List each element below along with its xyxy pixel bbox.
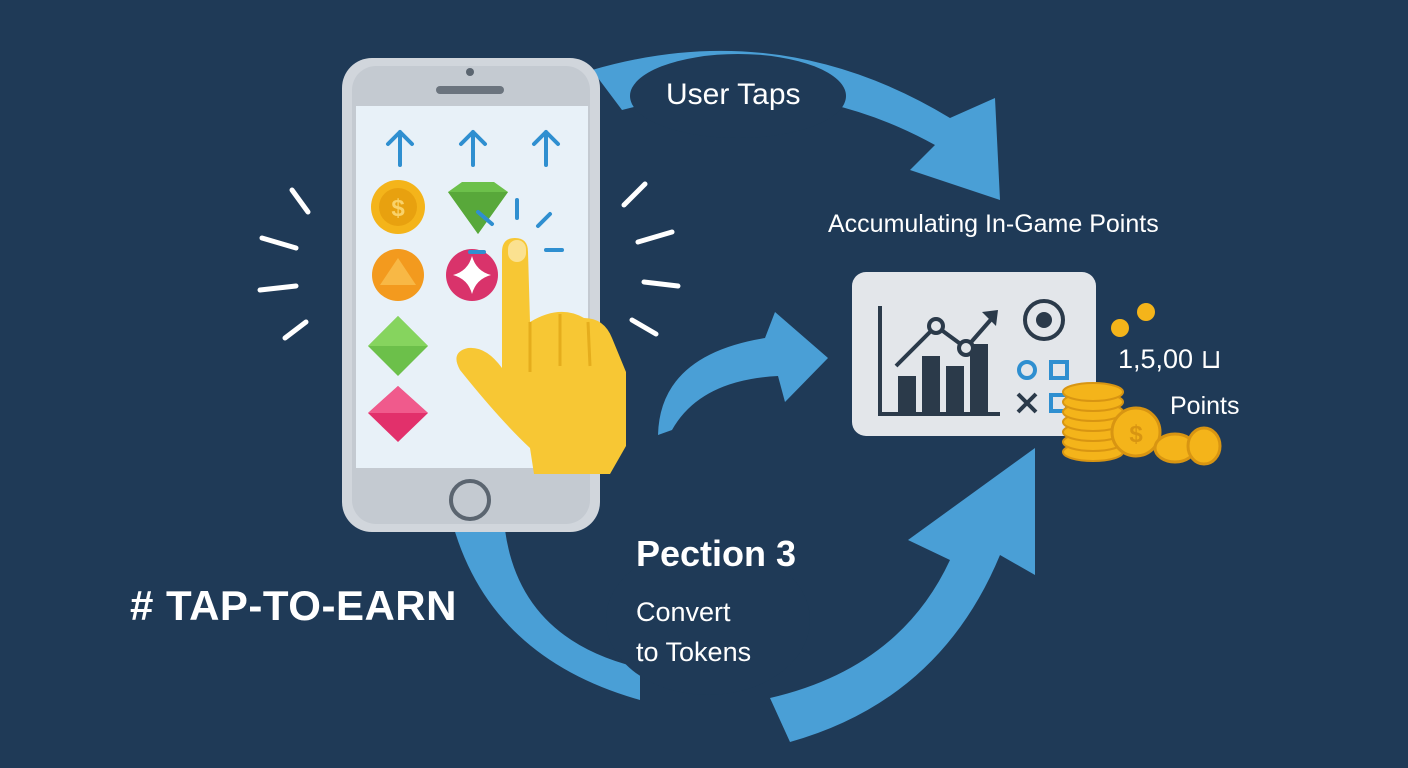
tap-ripple-icon xyxy=(468,198,564,254)
user-taps-label: User Taps xyxy=(666,78,801,111)
target-icon xyxy=(1023,299,1065,341)
accumulating-points-label: Accumulating In-Game Points xyxy=(828,210,1159,238)
svg-text:$: $ xyxy=(391,195,405,222)
cycle-arrow-bottom-right xyxy=(770,448,1035,742)
coin-stack-icon: $ xyxy=(1062,303,1222,466)
user-taps-bubble xyxy=(630,54,846,138)
coin-icon: $ xyxy=(371,180,425,234)
convert-line-2: to Tokens xyxy=(636,637,752,667)
home-button xyxy=(449,479,491,521)
gem-icon xyxy=(368,316,428,376)
convert-line-1: Convert xyxy=(636,597,731,627)
tapping-hand-icon xyxy=(456,238,626,474)
convert-bubble xyxy=(606,545,810,695)
tap-burst-lines xyxy=(257,181,681,341)
gem-icon xyxy=(372,249,424,301)
cycle-arrow-bottom-left xyxy=(448,505,640,700)
bar-chart-icon xyxy=(878,306,1000,416)
svg-text:$: $ xyxy=(1129,421,1143,448)
points-word-label: Points xyxy=(1170,392,1240,420)
sparkle-icon xyxy=(446,249,498,301)
step-title-label: Pection 3 xyxy=(636,533,797,574)
gem-icon xyxy=(368,386,428,442)
up-arrow-icon xyxy=(386,130,560,167)
convert-tokens-label: Convert to Tokens xyxy=(636,592,751,672)
points-count-label: 1,5,00 ⊔ xyxy=(1118,344,1222,374)
hashtag-label: # TAP-TO-EARN xyxy=(130,582,457,629)
cycle-arrow-middle xyxy=(658,312,828,435)
